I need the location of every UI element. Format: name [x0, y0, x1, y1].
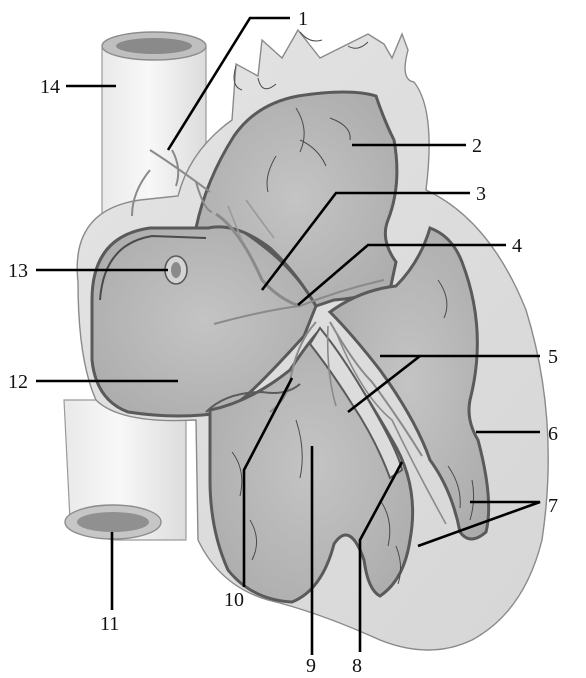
label-1: 1: [298, 8, 308, 30]
label-11: 11: [100, 613, 119, 635]
label-12: 12: [8, 371, 28, 393]
label-13: 13: [8, 260, 28, 282]
label-6: 6: [548, 423, 558, 445]
label-5: 5: [548, 346, 558, 368]
label-2: 2: [472, 135, 482, 157]
label-3: 3: [476, 183, 486, 205]
label-7: 7: [548, 495, 558, 517]
label-4: 4: [512, 235, 522, 257]
label-8: 8: [352, 655, 362, 677]
label-14: 14: [40, 76, 60, 98]
label-9: 9: [306, 655, 316, 677]
coronary-sinus-opening: [165, 256, 187, 284]
label-10: 10: [224, 589, 244, 611]
